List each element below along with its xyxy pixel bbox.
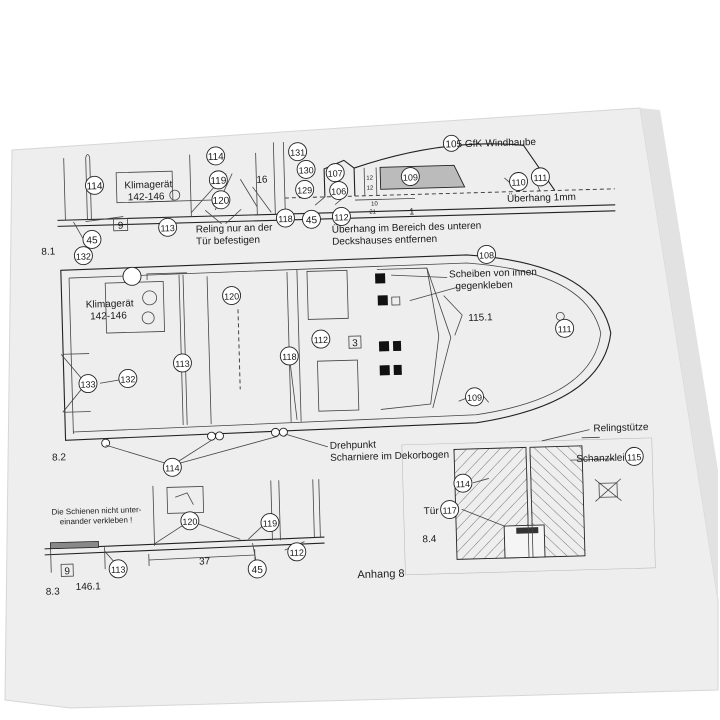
rail-block xyxy=(50,540,99,550)
dim-37: 37 xyxy=(199,556,211,567)
part-130: 130 xyxy=(298,165,313,175)
part-131: 131 xyxy=(290,147,305,157)
part-132-b: 132 xyxy=(120,374,135,384)
part-117: 117 xyxy=(442,505,457,515)
part-16: 16 xyxy=(256,174,268,185)
part-118-b: 118 xyxy=(282,352,297,362)
dim-10: 10 xyxy=(371,201,379,207)
part-113-a: 113 xyxy=(160,223,175,233)
paper-sheet xyxy=(4,107,719,709)
view-8-4 xyxy=(401,429,656,576)
part-120-b: 120 xyxy=(224,291,239,301)
part-120-c: 120 xyxy=(182,517,197,527)
ueberhang-line-2: Deckshauses entfernen xyxy=(332,234,437,248)
gfk-windhaube-label: 105 GfK-Windhaube xyxy=(445,137,536,151)
view-8-3 xyxy=(44,479,325,573)
label-146-1: 146.1 xyxy=(76,581,102,593)
part-114-d: 114 xyxy=(456,479,471,489)
view-8-2 xyxy=(60,254,612,466)
part-114-c: 114 xyxy=(165,463,180,473)
part-45-b: 45 xyxy=(306,215,318,226)
part-113-b: 113 xyxy=(175,359,190,369)
part-119-b: 119 xyxy=(263,518,278,528)
klimageraet-top-range: 142-146 xyxy=(128,191,165,203)
view-8-4-labels: Relingstütze Schanzkleid 115 114 Tür 117… xyxy=(422,422,649,545)
window-square-6 xyxy=(393,364,402,376)
ueberhang-line-1: Überhang im Bereich des unteren xyxy=(332,220,482,236)
drehpunkt-line-1: Drehpunkt xyxy=(330,440,377,452)
window-square-3 xyxy=(378,341,390,352)
part-112-c: 112 xyxy=(289,548,304,558)
drawing-sheet: 114 Klimagerät 142-146 114 119 120 16 Re… xyxy=(41,134,656,598)
view-8-1-labels: 114 Klimagerät 142-146 114 119 120 16 Re… xyxy=(41,134,576,266)
scheiben-line-1: Scheiben von innen xyxy=(449,267,537,280)
view-8-3-labels: Die Schienen nicht unter- einander verkl… xyxy=(46,505,405,598)
view-8-2-labels: Klimagerät 142-146 120 113 132 133 118 1… xyxy=(52,244,575,477)
part-110: 110 xyxy=(511,177,526,187)
footer-label: Anhang 8 xyxy=(357,568,404,581)
reling-line-2: Tür befestigen xyxy=(196,235,260,248)
label-115-1: 115.1 xyxy=(468,312,493,324)
part-113-c: 113 xyxy=(111,565,126,575)
part-9-b: 9 xyxy=(64,566,70,577)
part-108: 108 xyxy=(479,250,494,260)
dim-1: 1 xyxy=(409,206,414,216)
klimageraet-top-label: Klimagerät xyxy=(124,179,172,191)
klimageraet-mid-range: 142-146 xyxy=(90,310,127,322)
part-119-a: 119 xyxy=(210,176,227,187)
view-8-3-label: 8.3 xyxy=(46,586,61,597)
view-8-1-label: 8.1 xyxy=(41,246,56,257)
dim-21: 21 xyxy=(369,209,377,215)
dim-12-b: 12 xyxy=(367,186,375,192)
part-114-b: 114 xyxy=(208,152,225,163)
scheiben-line-2: gegenkleben xyxy=(455,280,513,293)
view-8-2-label: 8.2 xyxy=(52,452,67,463)
part-114-a: 114 xyxy=(86,181,103,192)
relingstuetze-label: Relingstütze xyxy=(593,422,649,435)
part-45-c: 45 xyxy=(252,565,264,576)
ueberhang-1mm: Überhang 1mm xyxy=(507,191,576,205)
window-square-5 xyxy=(379,365,390,376)
paper-shadow xyxy=(640,108,718,600)
tuer-label: Tür xyxy=(424,506,440,517)
part-120-a: 120 xyxy=(212,196,229,207)
schanzkleid-label: Schanzkleid xyxy=(576,452,630,465)
part-9-a: 9 xyxy=(118,221,124,232)
view-8-4-label: 8.4 xyxy=(422,534,437,545)
part-132-a: 132 xyxy=(76,251,91,261)
klimageraet-mid-label: Klimagerät xyxy=(86,298,134,310)
drehpunkt-line-2: Scharniere im Dekorbogen xyxy=(330,450,449,464)
part-45-a: 45 xyxy=(86,235,98,246)
dim-12-a: 12 xyxy=(366,176,374,182)
part-112-a: 112 xyxy=(334,212,349,222)
part-111-b: 111 xyxy=(558,324,572,334)
schienen-line-1: Die Schienen nicht unter- xyxy=(51,505,141,517)
schienen-line-2: einander verkleben ! xyxy=(60,515,133,526)
part-3: 3 xyxy=(352,338,358,349)
part-109-b: 109 xyxy=(467,393,482,403)
part-109-a: 109 xyxy=(403,172,418,182)
windhaube-shape xyxy=(379,164,466,190)
window-square-2 xyxy=(377,295,388,306)
window-square-4 xyxy=(392,340,402,352)
part-115: 115 xyxy=(627,452,642,462)
window-square-1 xyxy=(375,273,386,284)
part-133: 133 xyxy=(80,379,95,389)
part-129: 129 xyxy=(297,185,312,195)
part-106: 106 xyxy=(331,186,346,196)
reling-line-1: Reling nur an der xyxy=(196,222,274,235)
part-107: 107 xyxy=(328,168,343,178)
part-118-a: 118 xyxy=(278,214,293,224)
part-111-a: 111 xyxy=(533,173,547,183)
door-opening xyxy=(503,524,546,559)
part-112-b: 112 xyxy=(314,335,329,345)
